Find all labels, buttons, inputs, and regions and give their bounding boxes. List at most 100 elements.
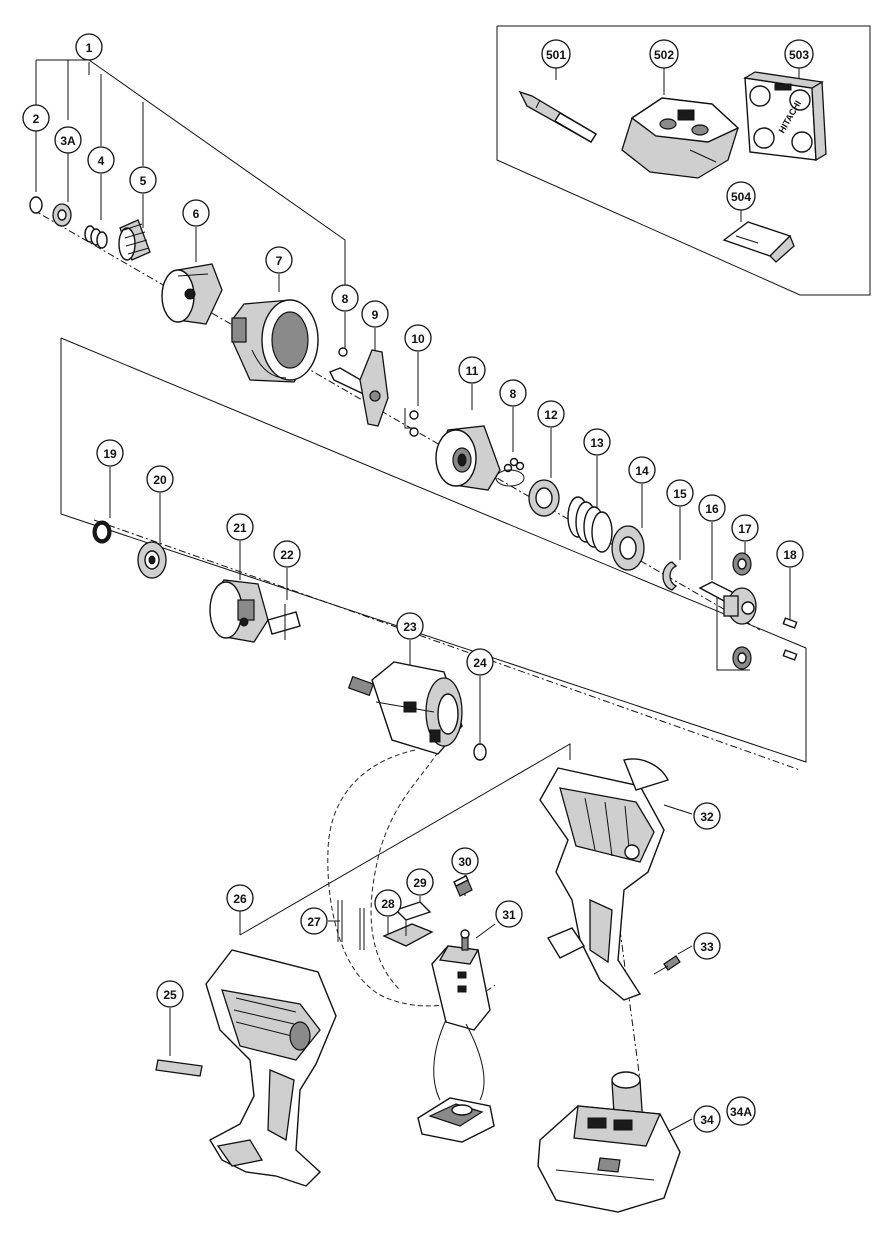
callout-circle bbox=[265, 246, 293, 274]
callout-27: 27 bbox=[300, 907, 328, 935]
part-34-battery bbox=[537, 1071, 681, 1213]
callout-label: 13 bbox=[590, 436, 604, 450]
callout-label: 22 bbox=[280, 548, 294, 562]
callout-33: 33 bbox=[693, 932, 721, 960]
callout-label: 9 bbox=[372, 308, 379, 322]
part-33-screw bbox=[653, 955, 681, 975]
part-4-spring bbox=[84, 225, 108, 249]
callout-circle bbox=[156, 980, 184, 1008]
part-2-ring bbox=[29, 196, 43, 214]
callout-23: 23 bbox=[396, 612, 424, 640]
callout-label: 24 bbox=[473, 656, 487, 670]
part-8-balls-lower bbox=[495, 457, 525, 487]
part-10-balls bbox=[409, 410, 419, 437]
part-31-switch bbox=[431, 929, 491, 1101]
callout-29: 29 bbox=[406, 868, 434, 896]
part-18-pins bbox=[782, 617, 798, 661]
callout-12: 12 bbox=[537, 400, 565, 428]
callout-circle bbox=[583, 428, 611, 456]
callout-label: 34 bbox=[700, 1113, 714, 1127]
callout-circle bbox=[537, 400, 565, 428]
part-14-washer bbox=[611, 525, 645, 571]
callout-label: 17 bbox=[738, 522, 752, 536]
callout-label: 26 bbox=[233, 892, 247, 906]
part-22-plate bbox=[267, 604, 301, 640]
callout-circle bbox=[628, 456, 656, 484]
callout-501: 501 bbox=[541, 39, 571, 69]
callout-circle bbox=[129, 166, 157, 194]
callout-circle bbox=[776, 540, 804, 568]
part-19-ring bbox=[92, 520, 112, 544]
callout-circle bbox=[361, 300, 389, 328]
callout-label: 14 bbox=[635, 464, 649, 478]
part-30-knob bbox=[453, 875, 473, 897]
callout-32: 32 bbox=[693, 802, 721, 830]
callout-circle bbox=[96, 439, 124, 467]
part-15-ring bbox=[662, 561, 678, 591]
callout-label: 16 bbox=[705, 502, 719, 516]
callout-5: 5 bbox=[129, 166, 157, 194]
callout-circle bbox=[693, 932, 721, 960]
part-29-lever bbox=[382, 901, 434, 947]
part-31-terminal bbox=[417, 1097, 495, 1143]
callout-22: 22 bbox=[273, 540, 301, 568]
callout-31: 31 bbox=[495, 900, 523, 928]
callout-18: 18 bbox=[776, 540, 804, 568]
callout-label: 25 bbox=[163, 988, 177, 1002]
callout-circle bbox=[666, 479, 694, 507]
callout-label: 3A bbox=[60, 134, 76, 148]
callout-circle bbox=[406, 868, 434, 896]
callout-circle bbox=[499, 379, 527, 407]
callout-34: 34 bbox=[693, 1105, 721, 1133]
callout-circle bbox=[649, 39, 679, 69]
part-3A-washer bbox=[52, 203, 72, 227]
callout-label: 21 bbox=[233, 521, 247, 535]
part-8-ball-upper bbox=[338, 347, 348, 357]
callout-circle bbox=[75, 33, 103, 61]
part-7-hammer-case bbox=[231, 299, 319, 383]
callout-503: 503 bbox=[784, 39, 814, 69]
callout-label: 27 bbox=[307, 915, 321, 929]
callout-28: 28 bbox=[374, 889, 402, 917]
callout-label: 34A bbox=[730, 1105, 752, 1119]
part-21-gear-cover bbox=[209, 579, 269, 643]
part-26-housing-left bbox=[205, 949, 337, 1187]
callout-label: 18 bbox=[783, 548, 797, 562]
callout-20: 20 bbox=[146, 465, 174, 493]
callout-label: 501 bbox=[546, 48, 566, 62]
callout-label: 28 bbox=[381, 897, 395, 911]
callout-circle bbox=[182, 199, 210, 227]
leader-lines bbox=[35, 59, 807, 1135]
callout-label: 19 bbox=[103, 447, 117, 461]
callout-circle bbox=[273, 540, 301, 568]
part-501-bit bbox=[518, 90, 597, 143]
callout-3A: 3A bbox=[54, 126, 82, 154]
callout-25: 25 bbox=[156, 980, 184, 1008]
callout-circle bbox=[726, 181, 756, 211]
callout-circle bbox=[693, 802, 721, 830]
callout-circle bbox=[693, 1105, 721, 1133]
callout-9: 9 bbox=[361, 300, 389, 328]
callout-circle bbox=[300, 907, 328, 935]
part-503-case: HITACHI bbox=[743, 71, 827, 162]
callout-1: 1 bbox=[75, 33, 103, 61]
callout-circle bbox=[784, 39, 814, 69]
callout-circle bbox=[331, 284, 359, 312]
part-27-wire bbox=[337, 900, 343, 942]
part-23-motor bbox=[347, 661, 463, 755]
callout-15: 15 bbox=[666, 479, 694, 507]
callout-30: 30 bbox=[451, 847, 479, 875]
callout-circle bbox=[731, 514, 759, 542]
callout-8a: 8 bbox=[331, 284, 359, 312]
callout-label: 29 bbox=[413, 876, 427, 890]
callout-26: 26 bbox=[226, 884, 254, 912]
callout-label: 5 bbox=[140, 174, 147, 188]
part-5-sleeve bbox=[118, 219, 151, 261]
callout-4: 4 bbox=[87, 146, 115, 174]
callout-circle bbox=[396, 612, 424, 640]
part-24-ring bbox=[473, 743, 487, 761]
callout-label: 8 bbox=[510, 387, 517, 401]
part-11-hammer bbox=[435, 425, 501, 491]
callout-label: 31 bbox=[502, 908, 516, 922]
